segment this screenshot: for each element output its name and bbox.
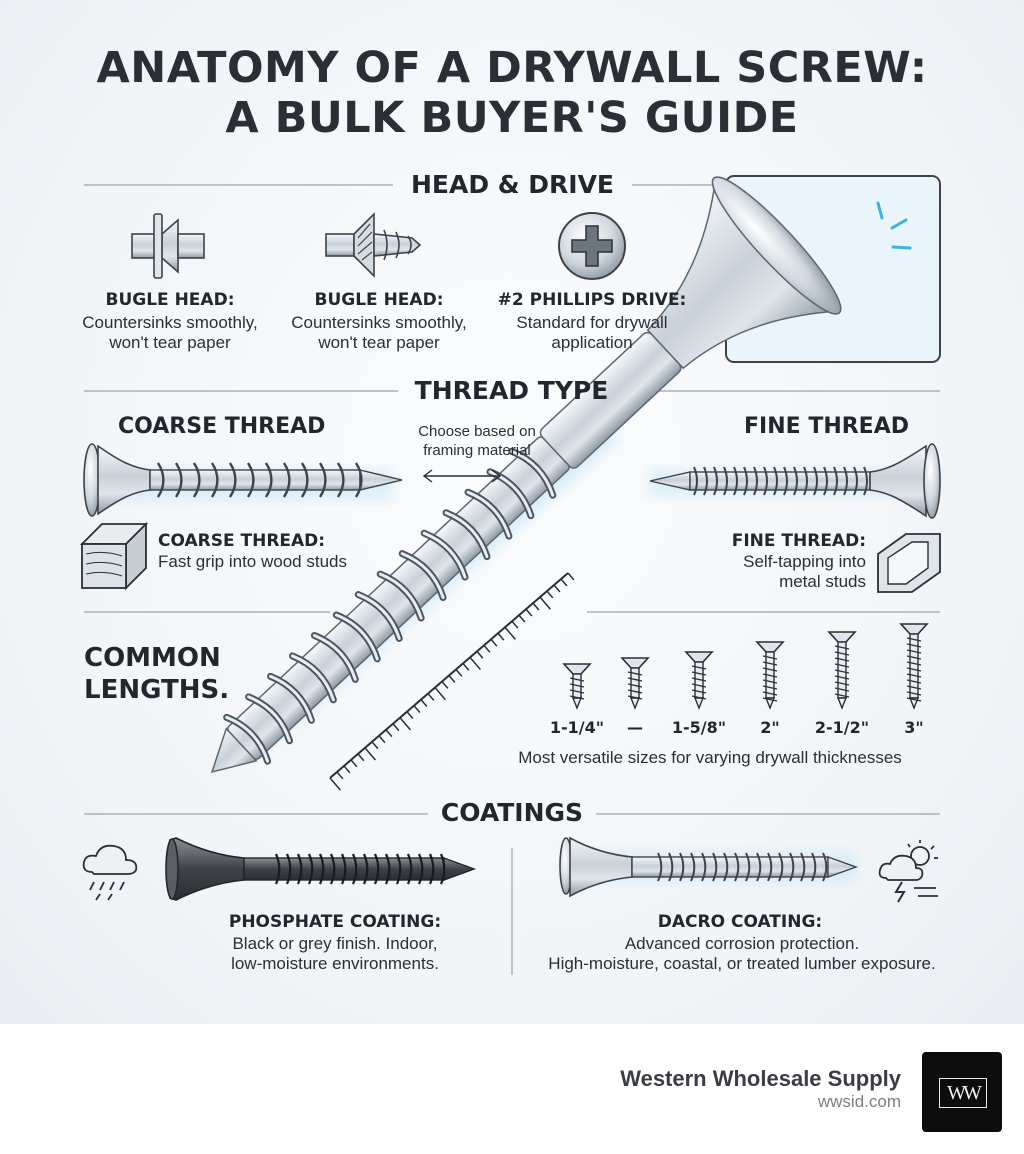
length-screw	[755, 641, 785, 710]
coarse-thread-desc: Fast grip into wood studs	[158, 552, 347, 571]
bugle-head-label: BUGLE HEAD:	[105, 290, 235, 310]
phillips-drive-icon	[558, 212, 626, 280]
phillips-drive-label: #2 PHILLIPS DRIVE:	[497, 290, 687, 310]
phosphate-coating-label: PHOSPHATE COATING:	[228, 912, 442, 932]
coarse-thread-heading: COARSE THREAD	[118, 414, 326, 439]
length-screw	[899, 623, 929, 710]
metal-stud-icon	[877, 533, 941, 593]
dacro-coating-label: DACRO COATING:	[657, 912, 823, 932]
infographic: ANATOMY OF A DRYWALL SCREW: A BULK BUYER…	[0, 0, 1024, 1024]
bugle-head-threaded-icon	[325, 212, 422, 278]
fine-thread-screw	[649, 443, 941, 519]
length-label: —	[627, 718, 643, 737]
wood-block-icon	[79, 521, 149, 591]
brand-url[interactable]: wwsid.com	[817, 1092, 901, 1111]
shine-marks	[876, 201, 912, 250]
dacro-coating-desc: Advanced corrosion protection.High-moist…	[548, 934, 936, 973]
phosphate-screw	[165, 837, 477, 901]
coarse-thread-screw	[83, 443, 403, 517]
length-label: 1-1/4"	[549, 718, 605, 737]
length-screw	[620, 657, 650, 710]
brand-logo: WW	[922, 1052, 1002, 1132]
bugle-head-threaded-desc: Countersinks smoothly,won't tear paper	[291, 313, 467, 352]
section-head-drive: HEAD & DRIVE	[410, 170, 615, 199]
illustration-layer	[79, 175, 941, 975]
rain-cloud-icon	[82, 844, 138, 901]
dacro-screw	[559, 836, 859, 898]
length-label: 2"	[760, 718, 780, 737]
length-screw	[684, 651, 714, 710]
ruler	[329, 572, 575, 791]
lengths-note: Most versatile sizes for varying drywall…	[518, 748, 902, 767]
fine-thread-label: FINE THREAD:	[731, 531, 866, 551]
footer: Western Wholesale Supply wwsid.com WW	[0, 1024, 1024, 1154]
coarse-thread-label: COARSE THREAD:	[158, 531, 326, 551]
main-screw	[210, 176, 842, 774]
length-label: 2-1/2"	[814, 718, 870, 737]
brand-name: Western Wholesale Supply	[620, 1066, 901, 1091]
section-thread-type: THREAD TYPE	[414, 376, 609, 405]
brand-logo-mark: WW	[939, 1078, 987, 1108]
phosphate-coating-desc: Black or grey finish. Indoor,low-moistur…	[231, 934, 439, 973]
title-line-1: ANATOMY OF A DRYWALL SCREW:	[96, 43, 928, 93]
length-label: 3"	[904, 718, 924, 737]
fine-thread-heading: FINE THREAD	[744, 414, 909, 439]
section-common-lengths: COMMON LENGTHS.	[84, 643, 230, 705]
length-label: 1-5/8"	[671, 718, 727, 737]
length-screw	[827, 631, 857, 710]
length-screw	[562, 663, 592, 710]
length-screws	[562, 623, 929, 710]
bugle-head-desc: Countersinks smoothly,won't tear paper	[82, 313, 258, 352]
bugle-head-icon	[131, 213, 205, 279]
double-arrow-icon	[422, 469, 502, 483]
section-coatings: COATINGS	[440, 798, 584, 827]
title-line-2: A BULK BUYER'S GUIDE	[225, 93, 799, 143]
divider-lines	[84, 184, 940, 975]
storm-sun-icon	[878, 840, 938, 903]
bugle-head-threaded-label: BUGLE HEAD:	[314, 290, 444, 310]
